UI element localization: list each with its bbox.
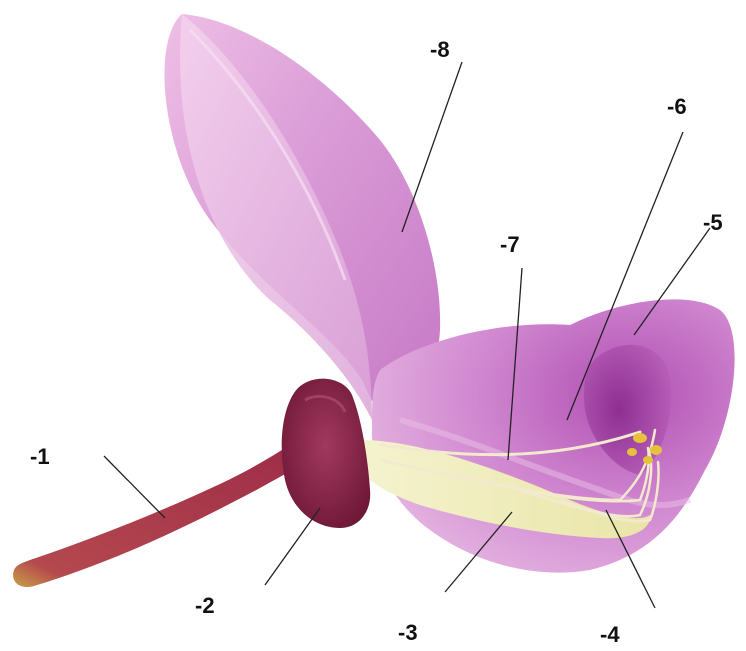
leader-line-8 bbox=[402, 62, 462, 232]
leader-line-1 bbox=[104, 456, 165, 518]
pedicel bbox=[13, 438, 310, 587]
label-2: -2 bbox=[195, 595, 215, 617]
label-7: -7 bbox=[500, 234, 520, 256]
leader-line-2 bbox=[265, 508, 320, 585]
calyx bbox=[282, 379, 371, 528]
label-8: -8 bbox=[430, 39, 450, 61]
label-4: -4 bbox=[600, 624, 620, 646]
label-6: -6 bbox=[667, 96, 687, 118]
label-1: -1 bbox=[30, 446, 50, 468]
label-5: -5 bbox=[703, 212, 723, 234]
label-3: -3 bbox=[398, 622, 418, 644]
